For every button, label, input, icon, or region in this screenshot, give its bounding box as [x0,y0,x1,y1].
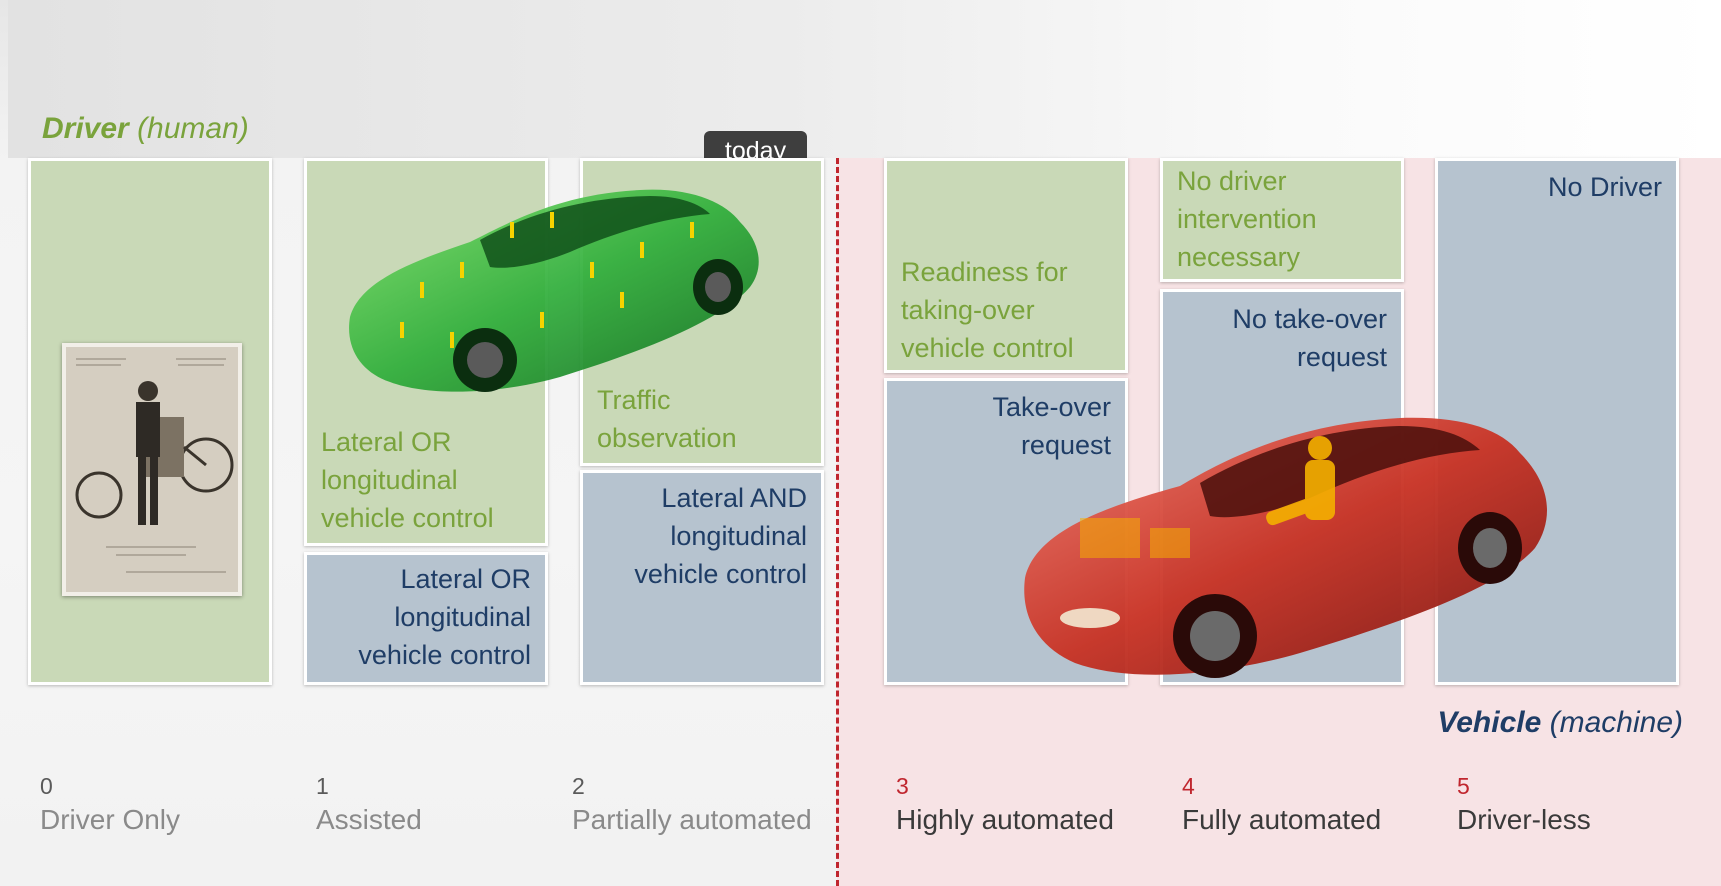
level-name: Partially automated [572,804,812,835]
level-name: Driver-less [1457,804,1591,835]
level-number: 4 [1182,773,1195,799]
level-1-blue-text: Lateral OR longitudinal vehicle control [358,564,531,670]
level-3-blue-text: Take-over request [992,392,1111,460]
level-number: 0 [40,773,53,799]
level-1-green-text: Lateral OR longitudinal vehicle control [321,427,494,533]
red-xray-car-icon [1024,417,1547,678]
level-name: Highly automated [896,804,1114,835]
level-2-blue-box: Lateral AND longitudinal vehicle control [580,470,824,685]
level-number: 1 [316,773,329,799]
level-number: 3 [896,773,909,799]
level-0-label: 0 Driver Only [40,772,180,840]
level-3-green-text: Readiness for taking-over vehicle contro… [901,257,1074,363]
level-3-label: 3 Highly automated [896,772,1114,840]
level-4-blue-text: No take-over request [1232,304,1387,372]
level-name: Fully automated [1182,804,1382,835]
green-xray-car-icon [349,189,759,392]
level-name: Assisted [316,804,422,835]
level-4-green-box: No driver intervention necessary [1160,158,1404,282]
vintage-photo-icon [62,343,242,596]
level-4-label: 4 Fully automated [1182,772,1381,840]
level-5-blue-text: No Driver [1547,172,1662,202]
level-4-green-text: No driver intervention necessary [1177,166,1317,272]
top-band [8,0,1721,158]
level-5-blue-box: No Driver [1435,158,1679,685]
level-2-blue-text: Lateral AND longitudinal vehicle control [634,483,807,589]
today-divider [836,158,839,886]
level-number: 2 [572,773,585,799]
level-name: Driver Only [40,804,181,835]
level-5-label: 5 Driver-less [1457,772,1591,840]
level-2-label: 2 Partially automated [572,772,812,840]
level-1-label: 1 Assisted [316,772,422,840]
level-3-green-box: Readiness for taking-over vehicle contro… [884,158,1128,373]
driver-heading: Driver (human) [42,112,249,145]
level-number: 5 [1457,773,1470,799]
level-1-blue-box: Lateral OR longitudinal vehicle control [304,552,548,685]
vehicle-heading: Vehicle (machine) [1437,706,1683,739]
level-2-green-text: Traffic observation [597,385,737,453]
